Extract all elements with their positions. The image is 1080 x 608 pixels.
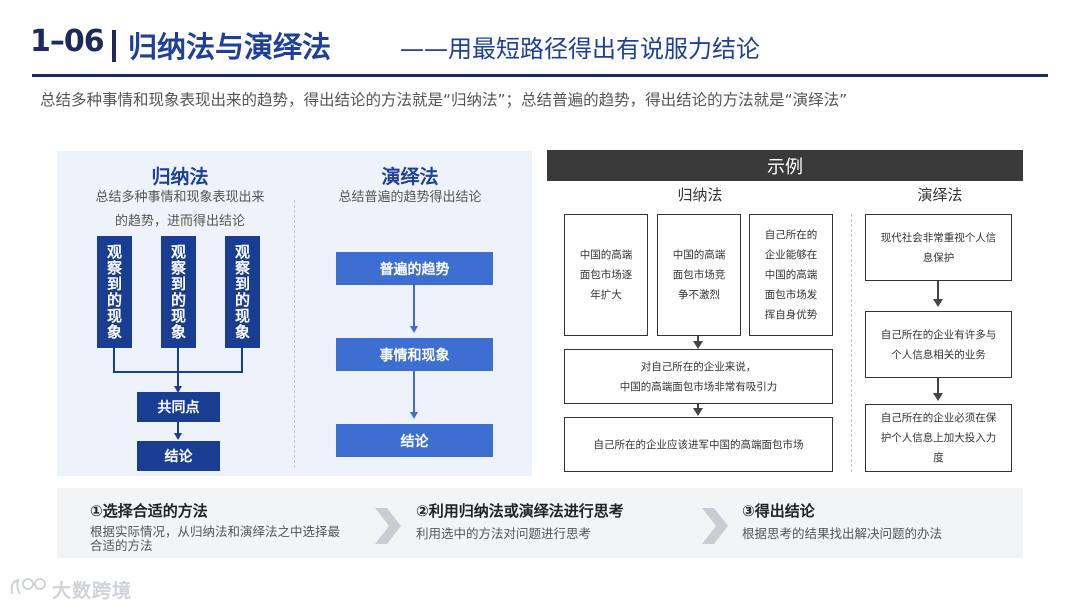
connector-line [241,348,243,372]
arrow-down-icon [693,408,703,416]
connector-line [937,281,939,300]
page-title: 归纳法与演绎法 [128,30,332,64]
fact-box-2: 中国的高端面包市场竞争不激烈 [657,214,741,336]
step-2-desc: 利用选中的方法对问题进行思考 [416,526,592,541]
connector-line [177,422,179,434]
deduction-conclusion-box: 结论 [336,424,493,457]
deduction-example-box-2: 自己所在的企业有许多与个人信息相关的业务 [865,311,1012,378]
arrow-down-icon [933,393,943,401]
deduction-title: 演绎法 [381,166,439,188]
connector-line [413,285,415,327]
summary-text: 总结多种事情和现象表现出来的趋势，得出结论的方法就是“归纳法”；总结普遍的趋势，… [40,91,848,109]
example-deduction-title: 演绎法 [917,186,963,204]
arrow-down-icon [174,433,182,440]
step-2-title: ②利用归纳法或演绎法进行思考 [416,502,624,520]
step-3-desc: 根据思考的结果找出解决问题的办法 [742,526,943,541]
observation-box-1: 观察到的现象 [97,236,132,348]
connector-line [937,378,939,394]
chevron-right-icon [375,508,401,544]
observation-box-2: 观察到的现象 [161,236,196,348]
section-number: 1–06 [30,24,105,59]
example-divider [851,214,852,472]
example-induction-title: 归纳法 [677,186,723,204]
induction-desc-line2: 的趋势，进而得出结论 [114,214,245,229]
deduction-example-box-3: 自己所在的企业必须在保护个人信息上加大投入力度 [865,404,1012,472]
title-divider-bar [112,30,116,62]
induction-desc-line1: 总结多种事情和现象表现出来 [95,190,265,205]
chevron-right-icon [702,508,728,544]
connector-line [113,348,115,372]
steps-panel [57,488,1023,558]
example-header: 示例 [547,150,1023,181]
induction-title: 归纳法 [151,166,209,188]
common-point-box: 共同点 [137,392,220,422]
arrow-down-icon [174,386,182,393]
observation-box-3: 观察到的现象 [225,236,260,348]
step-1-title: ①选择合适的方法 [90,502,208,520]
induction-example-conclusion: 自己所在的企业应该进军中国的高端面包市场 [564,417,833,472]
fact-box-1: 中国的高端面包市场逐年扩大 [564,214,648,336]
panel-divider [294,200,295,468]
fact-box-3: 自己所在的企业能够在中国的高端面包市场发挥自身优势 [749,214,833,336]
connector-line [177,372,179,386]
common-point-example-box: 对自己所在的企业来说，中国的高端面包市场非常有吸引力 [564,349,833,404]
connector-line [697,404,699,409]
deduction-desc: 总结普遍的趋势得出结论 [338,190,482,205]
deduction-example-box-1: 现代社会非常重视个人信息保护 [865,214,1012,281]
general-trend-box: 普遍的趋势 [336,252,493,285]
header-rule [32,74,1048,77]
arrow-down-icon [933,299,943,307]
arrow-down-icon [693,341,703,349]
connector-line [413,371,415,413]
connector-line [177,348,179,372]
arrow-down-icon [410,412,418,419]
induction-conclusion-box: 结论 [137,441,220,471]
events-box: 事情和现象 [336,338,493,371]
watermark-logo-icon [8,574,48,600]
connector-line [697,336,699,342]
step-1-desc-line1: 根据实际情况，从归纳法和演绎法之中选择最 [90,524,341,539]
arrow-down-icon [410,326,418,333]
step-1-desc-line2: 合适的方法 [90,538,153,553]
page-title-suffix: ——用最短路径得出有说服力结论 [400,35,760,63]
step-3-title: ③得出结论 [742,502,815,520]
watermark-text: 大数跨境 [52,580,133,602]
